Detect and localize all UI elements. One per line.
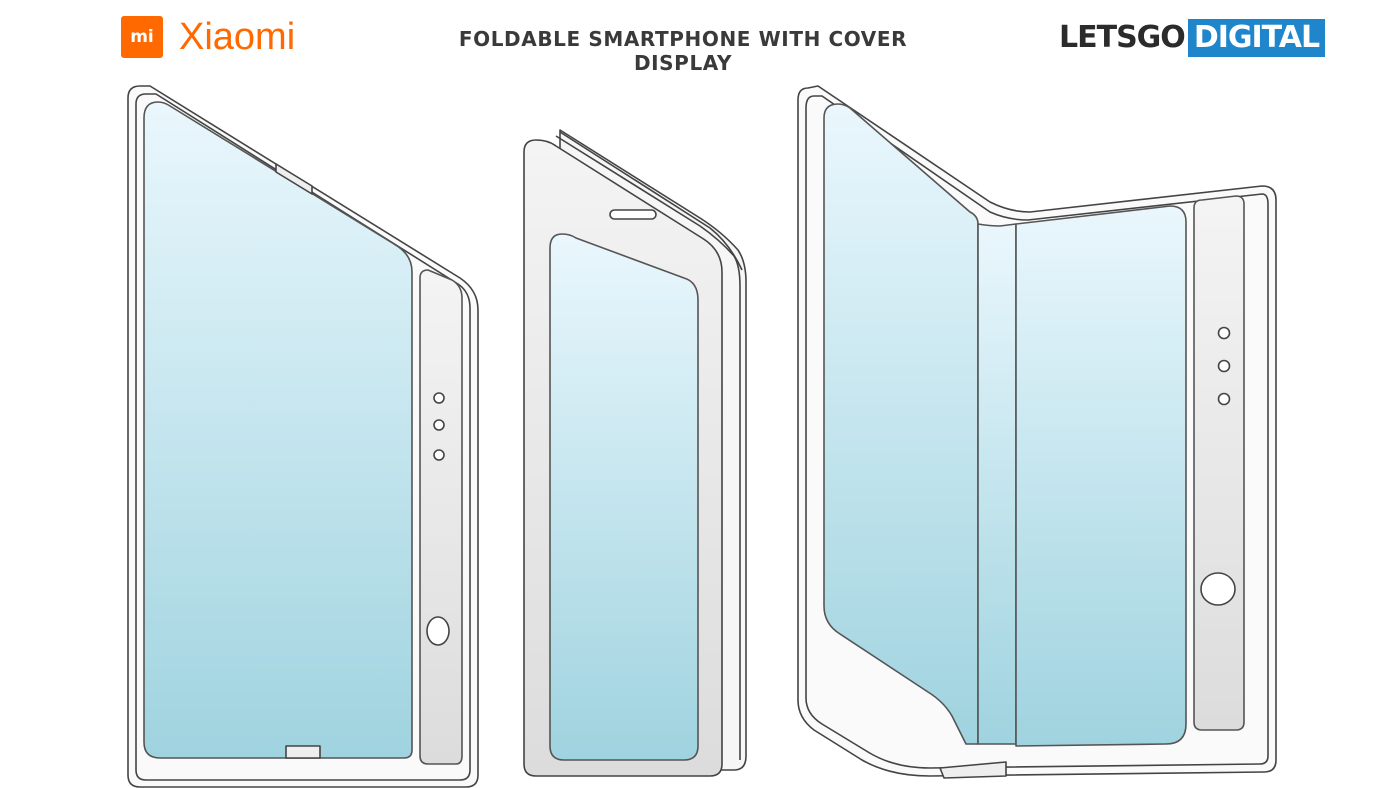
fingerprint-sensor-icon <box>1200 572 1236 606</box>
unfolded-phone <box>127 85 479 788</box>
mi-logo-icon: mi <box>121 16 163 58</box>
sensor-dot-icon <box>1217 392 1231 406</box>
logo-text-letsgo: LETSGO <box>1059 20 1186 55</box>
fingerprint-sensor-icon <box>426 616 450 646</box>
folded-phone-cover-display <box>523 129 747 777</box>
page-title: FOLDABLE SMARTPHONE WITH COVER DISPLAY <box>458 27 908 75</box>
brand-name: Xiaomi <box>179 16 296 58</box>
letsgodigital-logo: LETSGO DIGITAL <box>1059 19 1326 57</box>
logo-text-digital: DIGITAL <box>1187 19 1326 57</box>
earpiece-icon <box>609 209 657 220</box>
sensor-dot-icon <box>433 392 445 404</box>
sensor-dot-icon <box>1217 326 1231 340</box>
sensor-dot-icon <box>1217 359 1231 373</box>
sensor-dot-icon <box>433 449 445 461</box>
header: mi Xiaomi FOLDABLE SMARTPHONE WITH COVER… <box>0 0 1400 80</box>
half-folded-phone <box>797 85 1277 779</box>
xiaomi-logo: mi Xiaomi <box>121 16 295 58</box>
sensor-dot-icon <box>433 419 445 431</box>
